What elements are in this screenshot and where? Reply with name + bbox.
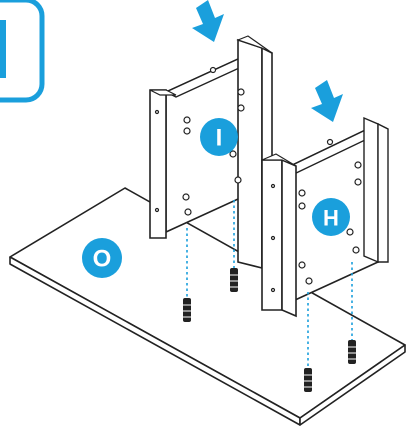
board-o-label: O [93, 246, 112, 273]
arrow-down-icon [311, 80, 343, 122]
step-badge [0, 0, 42, 100]
panel-i-label: I [216, 125, 223, 152]
cam-bolt-icon [304, 368, 312, 392]
cam-bolt-icon [348, 340, 356, 364]
panel-h-label: H [323, 206, 339, 231]
panel-h: H [262, 118, 388, 316]
cam-bolt-icon [230, 268, 238, 292]
cam-bolt-icon [183, 298, 191, 322]
arrow-down-icon [192, 0, 224, 42]
